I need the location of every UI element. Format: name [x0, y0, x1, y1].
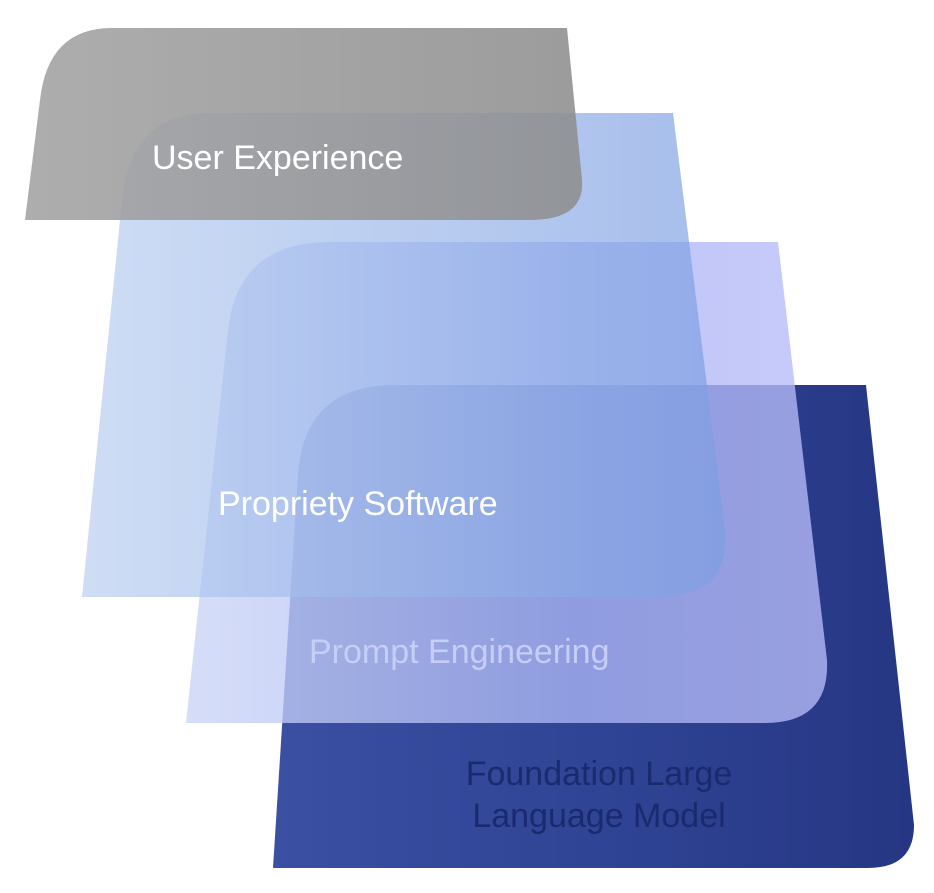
user-experience-label: User Experience: [152, 139, 403, 177]
propriety-software-label: Propriety Software: [218, 485, 498, 523]
layer-user-experience: [25, 28, 583, 220]
foundation-llm-label-line2: Language Model: [472, 797, 725, 835]
foundation-llm-label-line1: Foundation Large: [466, 755, 733, 793]
layer-propriety-software: [82, 113, 726, 597]
prompt-engineering-label: Prompt Engineering: [309, 633, 610, 671]
